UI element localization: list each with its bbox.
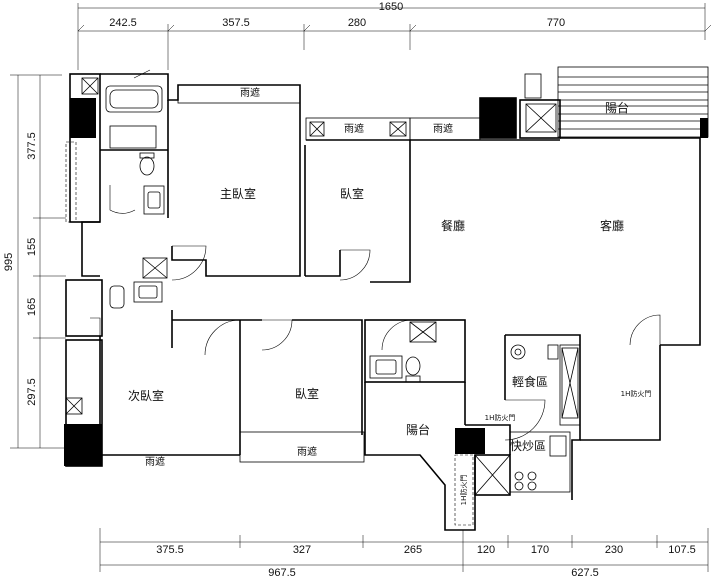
label-fire-door-1: 1H防火門 [485,413,516,422]
room-bedroom-2: 臥室 [295,386,319,401]
dim-left-1: 377.5 [26,132,38,160]
room-balcony-top: 陽台 [605,100,629,115]
walls [65,66,709,531]
left-dimension-lines: 995 377.5 155 165 297.5 [3,74,66,449]
dim-bottom-3: 265 [404,544,422,556]
dim-bottom-4: 120 [477,544,495,556]
dim-bottom-total-right: 627.5 [571,567,599,579]
dim-left-total: 995 [3,253,15,271]
label-canopy-1: 雨遮 [240,86,260,99]
label-canopy-2: 雨遮 [344,122,364,135]
dim-left-3: 165 [26,298,38,316]
room-light-kitchen: 輕食區 [512,374,548,389]
doors [90,69,661,441]
dim-left-2: 155 [26,238,38,256]
top-dimension-lines: 1650 242.5 357.5 280 770 [77,1,712,70]
room-second-bedroom: 次臥室 [128,388,164,403]
room-dining: 餐廳 [441,218,465,233]
room-bedroom-1: 臥室 [340,186,364,201]
bottom-dimension-lines: 375.5 327 265 120 170 230 107.5 967.5 62… [99,528,709,579]
room-balcony-bottom: 陽台 [406,422,430,437]
dim-left-4: 297.5 [26,378,38,406]
dim-bottom-1: 375.5 [156,544,184,556]
room-labels: 主臥室 臥室 餐廳 客廳 陽台 次臥室 臥室 陽台 輕食區 快炒區 [128,100,629,453]
dim-bottom-5: 170 [531,544,549,556]
fixtures [64,77,708,491]
label-canopy-5: 雨遮 [145,455,165,468]
dim-bottom-7: 107.5 [668,544,696,556]
dim-top-2: 357.5 [222,17,250,29]
dim-bottom-6: 230 [605,544,623,556]
room-living: 客廳 [600,218,624,233]
room-stir-fry-kitchen: 快炒區 [510,439,546,453]
annotation-labels: 雨遮 雨遮 雨遮 雨遮 雨遮 1H防火門 1H防火門 1H防火門 [145,86,651,505]
dim-bottom-2: 327 [293,544,311,556]
room-master-bedroom: 主臥室 [220,186,256,201]
dim-bottom-total-left: 967.5 [268,567,296,579]
dim-top-total: 1650 [379,1,403,13]
label-canopy-4: 雨遮 [297,445,317,458]
label-fire-door-2: 1H防火門 [621,389,652,398]
label-fire-door-3: 1H防火門 [459,475,468,506]
dim-top-3: 280 [348,17,366,29]
dim-top-1: 242.5 [109,17,137,29]
label-canopy-3: 雨遮 [433,122,453,135]
dim-top-4: 770 [547,17,565,29]
